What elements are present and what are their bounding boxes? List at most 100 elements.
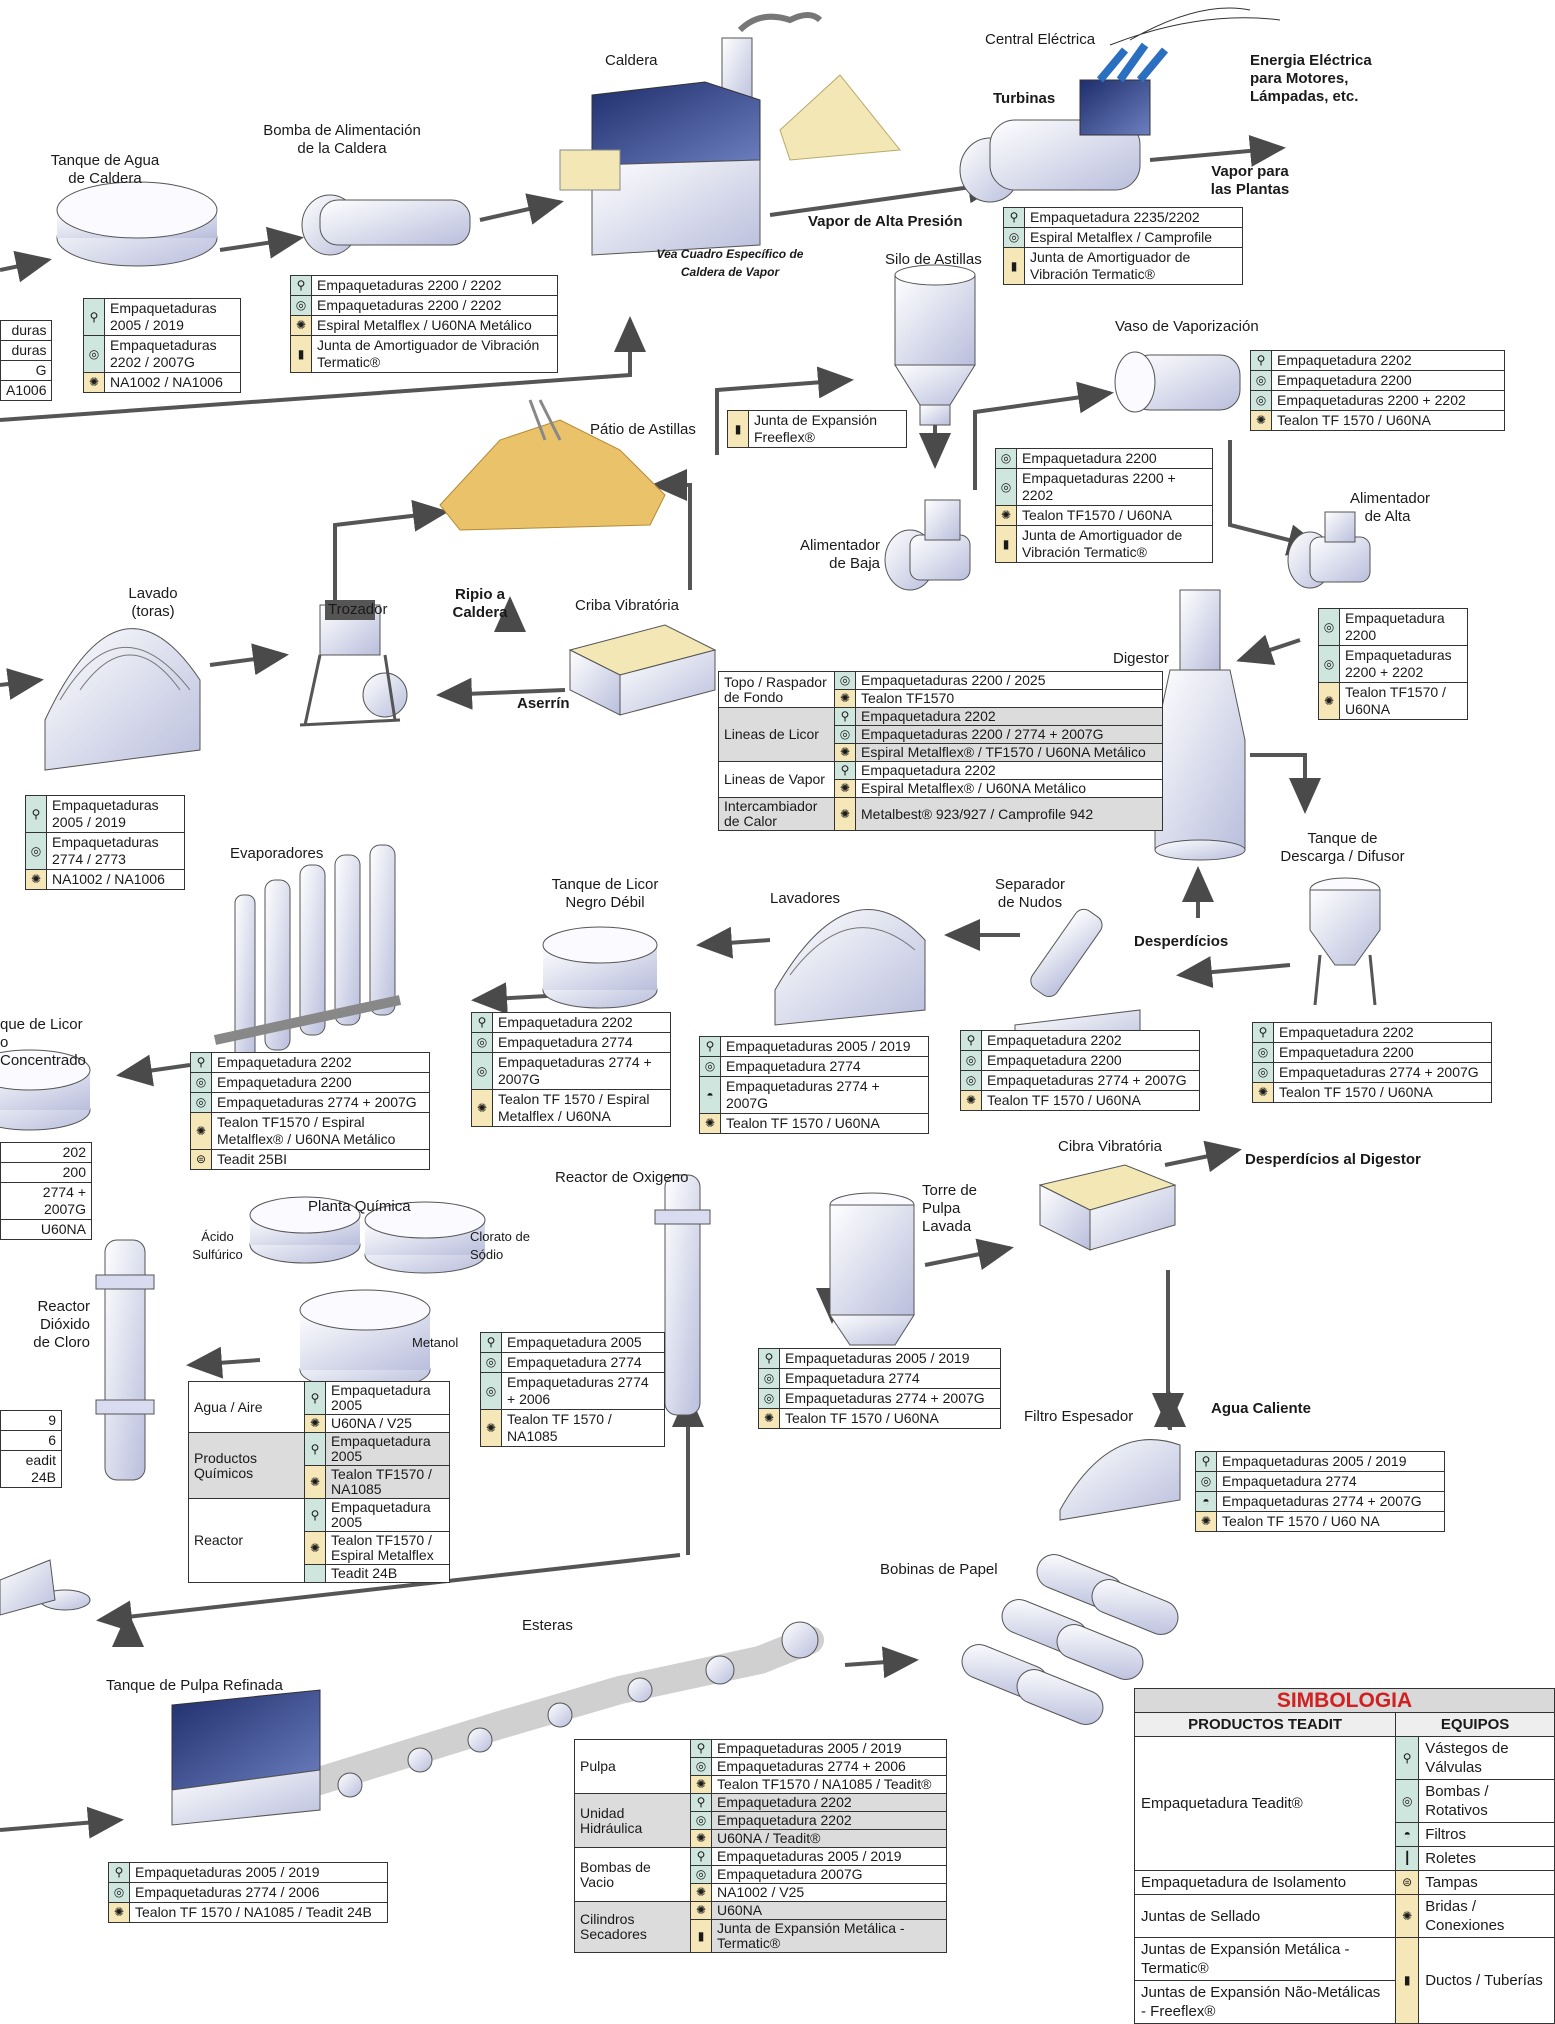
flange-icon: ✺	[1250, 410, 1272, 431]
flange-icon: ✺	[834, 689, 856, 708]
product-name: Tealon TF1570 / U60NA	[1339, 682, 1468, 720]
product-name: Tealon TF 1570 / U60NA	[779, 1408, 1001, 1429]
flange-icon: ✺	[690, 1901, 712, 1920]
table-row: ◎Empaquetadura 2200	[1252, 1042, 1492, 1063]
digester-label: Digestor	[1113, 650, 1169, 667]
product-name: Empaquetadura 2200	[1016, 448, 1213, 469]
table-row: ◎Empaquetaduras 2774 + 2006	[575, 1757, 947, 1776]
product-name: Empaquetadura 2235/2202	[1024, 207, 1243, 228]
chip-silo-drawing	[894, 264, 976, 426]
pump-icon: ◎	[1395, 1779, 1420, 1823]
table-row: ◎Empaquetaduras 2774 + 2007G	[190, 1092, 430, 1113]
hot-water-label: Agua Caliente	[1211, 1400, 1312, 1417]
flange-icon: ✺	[960, 1090, 982, 1111]
pump-icon: ◎	[834, 725, 856, 744]
legend-equipment: Bridas / Conexiones	[1418, 1894, 1555, 1938]
table-row: 2774 + 2007G	[0, 1182, 92, 1220]
log-washing-label: Lavado (toras)	[128, 585, 178, 620]
table-row: ⚲Empaquetadura 2202	[190, 1052, 430, 1073]
cap-icon: ⊜	[1395, 1870, 1420, 1895]
product-name: Junta de Expansión Metálica - Termatic®	[711, 1919, 947, 1953]
group-label: Productos Químicos	[188, 1432, 305, 1499]
turbines-label: Turbinas	[993, 90, 1056, 107]
chlorine-dioxide-reactor-label: Reactor Dióxido de Cloro	[33, 1298, 90, 1351]
legend-equipment: Bombas / Rotativos	[1418, 1779, 1555, 1823]
product-name: Empaquetadura 2200	[1271, 370, 1505, 391]
product-name: Empaquetaduras 2200 / 2774 + 2007G	[855, 725, 1163, 744]
table-row: Intercambiador de Calor✺Metalbest® 923/9…	[718, 797, 1163, 831]
table-row: ◎Empaquetaduras 2774 / 2006	[108, 1882, 388, 1903]
legend-equipment: Roletes	[1418, 1846, 1555, 1871]
see-boiler-chart-label: Vea Cuadro Específico de Caldera de Vapo…	[656, 247, 804, 279]
blow-tank-drawing	[1309, 877, 1381, 1006]
legend-product: Juntas de Sellado	[1133, 1894, 1397, 1938]
table-row: ◎Empaquetaduras 2774 + 2007G	[960, 1070, 1200, 1091]
water-tank-products-table: ⚲Empaquetaduras 2005 / 2019◎Empaquetadur…	[83, 298, 241, 393]
table-row: ◎Empaquetadura 2774	[480, 1352, 665, 1373]
table-row: ◎Empaquetadura 2774	[471, 1032, 671, 1053]
pulp-tower-drawing	[829, 1192, 915, 1346]
product-name: Junta de Amortiguador de Vibración Terma…	[311, 335, 558, 373]
refined-pulp-tank-label: Tanque de Pulpa Refinada	[106, 1677, 283, 1694]
pump-icon: ◎	[290, 295, 312, 316]
table-row: eadit 24B	[0, 1450, 62, 1488]
paper-machine-drawing	[276, 1621, 824, 1813]
table-row: ✺Tealon TF 1570 / U60NA	[1250, 410, 1505, 431]
oxygen-reactor-products-table: ⚲Empaquetadura 2005◎Empaquetadura 2774◎E…	[480, 1332, 665, 1447]
product-name: Empaquetadura 2200	[1273, 1042, 1492, 1063]
valve-stem-icon: ⚲	[1250, 350, 1272, 371]
thickener-filter-drawing	[1059, 1439, 1181, 1521]
thickener-filter-label: Filtro Espesador	[1024, 1408, 1134, 1425]
table-row: ◎Empaquetadura 2200	[995, 448, 1213, 469]
product-name: NA1002 / NA1006	[46, 869, 185, 890]
product-name: Empaquetadura 2202	[855, 761, 1163, 780]
table-row: ✺U60NA / Teadit®	[575, 1829, 947, 1848]
boiler-feed-pump-label: Bomba de Alimentación de la Caldera	[263, 122, 421, 157]
product-name: Empaquetaduras 2774 + 2006	[501, 1372, 665, 1410]
duct-icon: ▮	[690, 1919, 712, 1953]
valve-stem-icon: ⚲	[304, 1498, 326, 1532]
chip-yard-label: Pátio de Astillas	[590, 421, 696, 438]
product-name: Empaquetaduras 2774 / 2773	[46, 832, 185, 870]
product-name: Empaquetaduras 2005 / 2019	[779, 1348, 1001, 1369]
table-row: Unidad Hidráulica⚲Empaquetadura 2202	[574, 1793, 947, 1848]
valve-stem-icon: ⚲	[834, 761, 856, 780]
product-name: Espiral Metalflex / Camprofile	[1024, 227, 1243, 248]
table-row: ▮Junta de Expansión Freeflex®	[727, 410, 907, 448]
product-name: Tealon TF 1570 / U60NA	[720, 1113, 929, 1134]
product-name: NA1002 / NA1006	[104, 372, 241, 393]
pump-icon: ◎	[1250, 390, 1272, 411]
chemical-plant-products-table: Agua / Aire⚲Empaquetadura 2005✺U60NA / V…	[188, 1381, 450, 1583]
table-row: ◎Empaquetadura 2200	[190, 1072, 430, 1093]
legend-product: Juntas de Expansión Não-Metálicas - Free…	[1133, 1980, 1397, 2024]
product-name: Empaquetaduras 2774 + 2007G	[981, 1070, 1200, 1091]
sodium-chlorate-label: Clorato de Sódio	[470, 1229, 530, 1262]
legend-product: Empaquetadura Teadit®	[1133, 1736, 1397, 1871]
legend-equipment: Filtros	[1418, 1822, 1555, 1847]
pump-icon: ◎	[758, 1388, 780, 1409]
table-row: ✺Tealon TF 1570 / NA1085 / Teadit 24B	[108, 1902, 388, 1923]
product-name: Empaquetaduras 2200 + 2202	[1339, 645, 1468, 683]
table-row: ⚲Empaquetaduras 2005 / 2019	[758, 1348, 1001, 1369]
wastes-label: Desperdícios	[1134, 933, 1229, 950]
filter-icon: ◓	[699, 1076, 721, 1114]
flange-icon: ✺	[1395, 1894, 1420, 1938]
chip-silo-products-table: ▮Junta de Expansión Freeflex®	[727, 410, 907, 448]
product-name: Junta de Amortiguador de Vibración Terma…	[1024, 247, 1243, 285]
product-name: Empaquetaduras 2200 / 2202	[311, 275, 558, 296]
product-name: Empaquetaduras 2774 + 2007G	[1216, 1491, 1445, 1512]
legend-row: Juntas de Expansión Metálica - Termatic®…	[1133, 1937, 1555, 2024]
evaporators-label: Evaporadores	[230, 845, 324, 862]
product-name: Empaquetaduras 2005 / 2019	[1216, 1451, 1445, 1472]
steaming-vessel-label: Vaso de Vaporización	[1115, 318, 1259, 335]
table-row: ✺Tealon TF 1570 / U60NA	[960, 1090, 1200, 1111]
legend-row: Empaquetadura de Isolamento⊜Tampas	[1133, 1870, 1555, 1895]
group-label: Pulpa	[574, 1739, 691, 1794]
blank-icon	[304, 1564, 326, 1583]
table-row: duras	[0, 320, 53, 341]
weak-liquor-products-table: ⚲Empaquetadura 2202◎Empaquetadura 2774◎E…	[471, 1012, 671, 1127]
pump-icon: ◎	[190, 1092, 212, 1113]
table-row: Bombas de Vacio⚲Empaquetaduras 2005 / 20…	[574, 1847, 947, 1902]
filter-icon: ◓	[1395, 1822, 1420, 1847]
table-row: ⚲Empaquetadura 2235/2202	[1003, 207, 1243, 228]
